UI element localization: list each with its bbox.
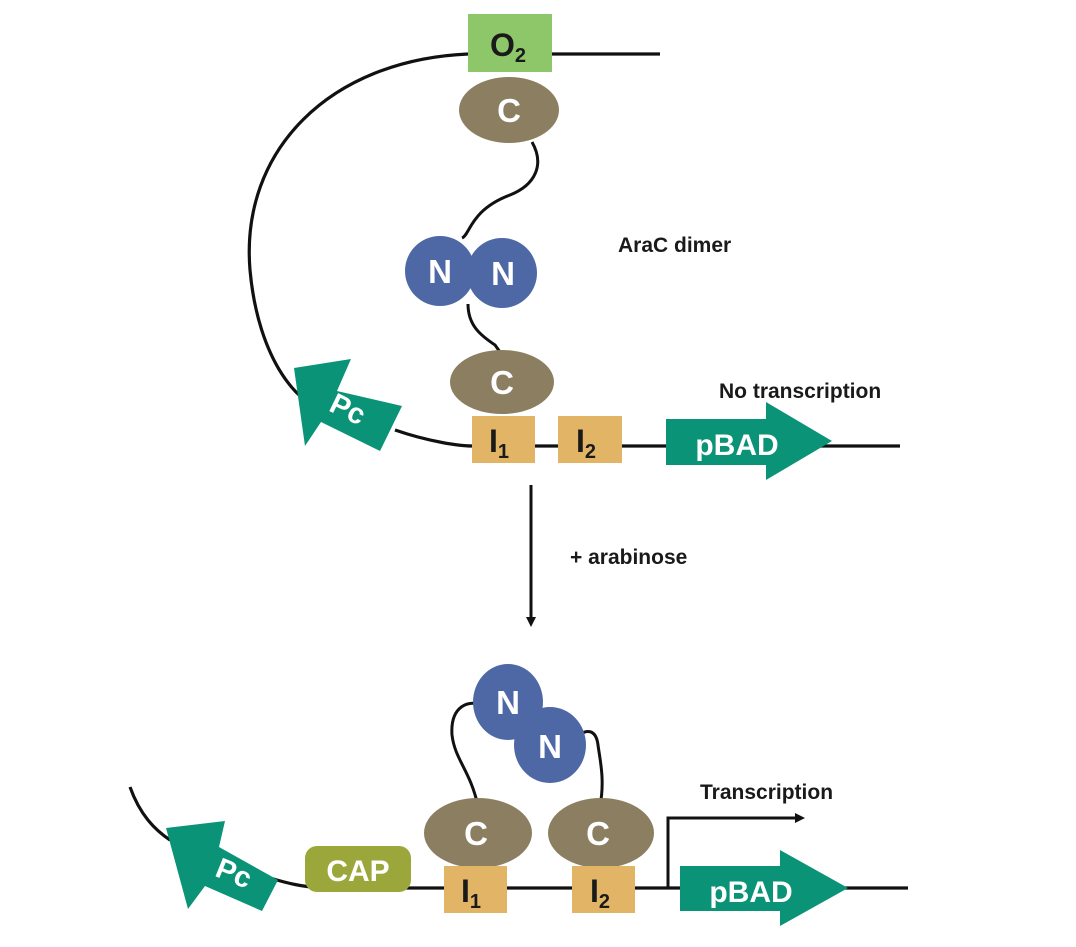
c-domain-bottom-right-label: C	[586, 815, 610, 852]
i2-site-bottom	[572, 866, 635, 913]
n-domain-right-label: N	[491, 255, 515, 292]
c-domain-lower-label: C	[490, 364, 514, 401]
c-domain-bottom-right	[548, 798, 654, 868]
pbad-promoter-arrow-top	[666, 402, 832, 480]
bottom-panel: N N C C Pc CAP I1 I2 Transcription pBAD	[128, 664, 908, 926]
bottom-dna-left-curve	[128, 786, 171, 842]
linker-lower	[466, 303, 502, 353]
transcription-start-arrow	[666, 813, 805, 888]
transcription-label: Transcription	[700, 781, 833, 804]
linker-upper	[461, 141, 540, 240]
pbad-promoter-arrow-bottom	[680, 850, 848, 926]
n-domain-bottom-lower	[514, 707, 586, 783]
top-dna-lower	[394, 428, 900, 448]
c-domain-bottom-left	[424, 798, 532, 868]
i2-label-bottom: I2	[590, 873, 610, 913]
cap-label: CAP	[326, 855, 389, 888]
n-domain-bottom-upper-label: N	[496, 684, 520, 721]
c-domain-bottom-left-label: C	[464, 815, 488, 852]
pbad-label-top: pBAD	[695, 429, 778, 462]
linker-bottom-left	[450, 701, 481, 807]
i1-site-bottom	[444, 866, 507, 913]
cap-protein	[305, 846, 411, 892]
c-domain-upper-label: C	[497, 92, 521, 129]
o2-label: O2	[490, 27, 526, 67]
pc-promoter-arrow-bottom	[166, 821, 278, 911]
i1-site-top	[472, 416, 535, 463]
n-domain-bottom-lower-label: N	[538, 728, 562, 765]
c-domain-lower	[450, 350, 554, 414]
i2-site-top	[558, 416, 622, 463]
top-panel: O2 C N N AraC dimer C Pc I1 I2 pBAD No t…	[247, 14, 900, 480]
c-domain-upper	[459, 77, 559, 143]
transition: + arabinose	[526, 485, 687, 627]
pbad-label-bottom: pBAD	[709, 876, 792, 909]
i2-label-top: I2	[576, 423, 596, 463]
n-domain-right	[467, 238, 537, 308]
i1-label-top: I1	[489, 423, 509, 463]
arabinose-label: + arabinose	[570, 546, 687, 569]
n-domain-left	[405, 236, 475, 306]
pc-promoter-arrow-top	[294, 359, 402, 451]
top-dna-loop	[247, 52, 469, 412]
no-transcription-label: No transcription	[719, 380, 881, 403]
o2-site	[468, 14, 552, 72]
arac-dimer-label: AraC dimer	[618, 234, 731, 257]
n-domain-left-label: N	[428, 253, 452, 290]
i1-label-bottom: I1	[461, 873, 481, 913]
linker-bottom-right	[578, 729, 604, 807]
